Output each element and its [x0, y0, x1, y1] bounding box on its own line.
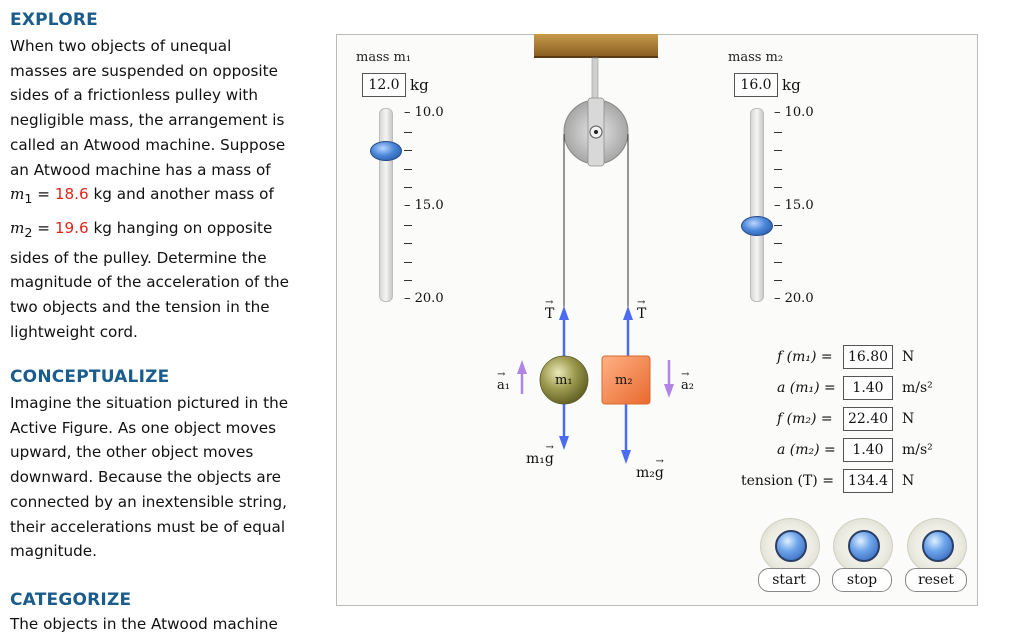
- m2-line: m2 = 19.6 kg hanging on opposite: [10, 218, 273, 240]
- start-orb-icon: [775, 530, 807, 562]
- start-button-orb[interactable]: [760, 518, 820, 574]
- mass2-block-label: m₂: [615, 373, 633, 388]
- accel-label-m2: →a₂: [681, 369, 694, 394]
- mass2-unit: kg: [782, 76, 801, 94]
- a-m1-value: 1.40: [843, 376, 893, 400]
- f-m2-value: 22.40: [843, 407, 893, 431]
- slider1-minor-tick: [404, 261, 412, 263]
- categorize-paragraph: The objects in the Atwood machine: [10, 615, 278, 633]
- conceptualize-heading: CONCEPTUALIZE: [10, 367, 170, 387]
- f-m2-label: f (m₂) =: [777, 411, 833, 427]
- tension-label-right: →T: [637, 297, 647, 323]
- tension-readout-label: tension (T) =: [741, 473, 834, 489]
- slider2-tick-15: – 15.0: [774, 198, 814, 213]
- slider2-tick-20: – 20.0: [774, 291, 814, 306]
- mass1-slider-track[interactable]: [379, 108, 393, 302]
- mass1-input[interactable]: 12.0: [362, 73, 406, 97]
- explore-heading: EXPLORE: [10, 10, 98, 30]
- f-m2-unit: N: [902, 411, 915, 427]
- f-m1-unit: N: [902, 349, 915, 365]
- conceptualize-paragraph: Imagine the situation pictured in the Ac…: [10, 394, 289, 561]
- slider2-minor-tick: [774, 224, 782, 226]
- a-m1-label: a (m₁) =: [777, 380, 836, 396]
- accel-label-m1: →a₁: [497, 369, 510, 394]
- stop-button-orb[interactable]: [833, 518, 893, 574]
- accel-arrow-m2: [664, 384, 674, 398]
- slider2-minor-tick: [774, 168, 782, 170]
- slider2-minor-tick: [774, 280, 782, 282]
- tension-label-left: →T: [545, 297, 555, 323]
- slider1-tick-10: – 10.0: [404, 105, 444, 120]
- mass1-slider-thumb[interactable]: [370, 141, 402, 162]
- slider1-minor-tick: [404, 187, 412, 189]
- weight-label-m1: →m₁g: [526, 442, 554, 468]
- tension-value: 134.4: [843, 469, 893, 493]
- mass2-label: mass m₂: [728, 50, 784, 65]
- tension-unit: N: [902, 473, 915, 489]
- weight-arrow-m1: [559, 436, 569, 450]
- reset-orb-icon: [922, 530, 954, 562]
- slider1-minor-tick: [404, 280, 412, 282]
- weight-arrow-m2: [621, 450, 631, 464]
- mass2-slider-track[interactable]: [750, 108, 764, 302]
- reset-button-orb[interactable]: [907, 518, 967, 574]
- slider1-minor-tick: [404, 150, 412, 152]
- mass1-ball: [539, 355, 589, 405]
- a-m2-unit: m/s²: [902, 442, 933, 458]
- slider1-minor-tick: [404, 243, 412, 245]
- atwood-simulation-panel: [336, 34, 978, 606]
- mass1-ball-label: m₁: [555, 373, 573, 388]
- atwood-machine-diagram: [517, 34, 674, 464]
- explore-paragraph: When two objects of unequal masses are s…: [10, 34, 328, 345]
- slider2-tick-10: – 10.0: [774, 105, 814, 120]
- mass2-input[interactable]: 16.0: [734, 73, 778, 97]
- slider1-minor-tick: [404, 168, 412, 170]
- start-button[interactable]: start: [758, 568, 820, 592]
- mass1-label: mass m₁: [356, 50, 412, 65]
- categorize-heading: CATEGORIZE: [10, 590, 132, 610]
- slider2-minor-tick: [774, 261, 782, 263]
- a-m1-unit: m/s²: [902, 380, 933, 396]
- stop-button[interactable]: stop: [832, 568, 892, 592]
- slider2-minor-tick: [774, 150, 782, 152]
- f-m1-value: 16.80: [843, 345, 893, 369]
- mass2-block: [601, 355, 651, 405]
- a-m2-value: 1.40: [843, 438, 893, 462]
- m1-given-value: 18.6: [54, 185, 89, 204]
- ceiling-beam: [534, 34, 658, 56]
- a-m2-label: a (m₂) =: [777, 442, 836, 458]
- mass2-slider-thumb[interactable]: [741, 215, 773, 236]
- m1-line: m1 = 18.6 kg and another mass of: [10, 185, 274, 207]
- tension-arrow-right: [623, 306, 633, 320]
- weight-label-m2: →m₂g: [636, 456, 664, 482]
- slider1-minor-tick: [404, 224, 412, 226]
- slider2-minor-tick: [774, 131, 782, 133]
- tension-arrow-left: [559, 306, 569, 320]
- m2-given-value: 19.6: [54, 218, 89, 237]
- f-m1-label: f (m₁) =: [777, 349, 833, 365]
- accel-arrow-m1: [517, 360, 527, 374]
- slider1-minor-tick: [404, 131, 412, 133]
- stop-orb-icon: [848, 530, 880, 562]
- slider1-tick-20: – 20.0: [404, 291, 444, 306]
- slider2-minor-tick: [774, 187, 782, 189]
- slider1-tick-15: – 15.0: [404, 198, 444, 213]
- slider2-minor-tick: [774, 243, 782, 245]
- reset-button[interactable]: reset: [905, 568, 967, 592]
- mass1-unit: kg: [410, 76, 429, 94]
